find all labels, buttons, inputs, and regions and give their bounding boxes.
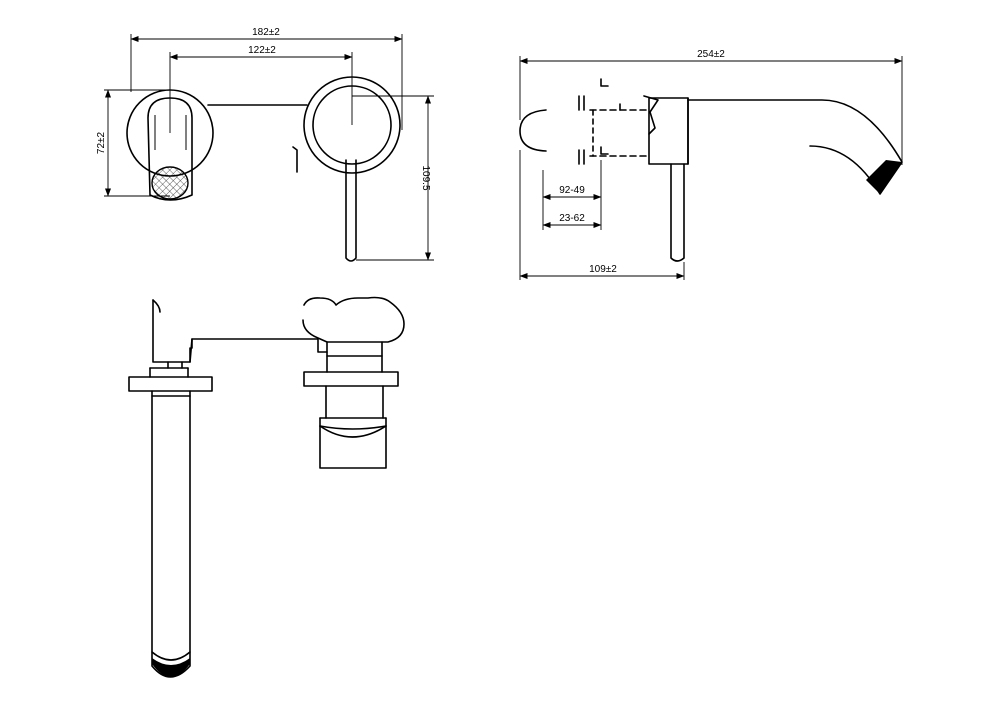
dim-overall-width: 182±2	[252, 27, 280, 38]
mixer-lever	[345, 159, 357, 262]
dim-wall-depth-b: 23-62	[559, 213, 585, 224]
side-spout-outlet	[866, 160, 902, 194]
drawing-mark	[292, 146, 298, 173]
plan-mixer-cap	[302, 296, 405, 357]
plan-view	[128, 296, 405, 678]
side-mixer-housing	[648, 97, 689, 165]
side-lever	[670, 163, 685, 262]
front-view: 182±2 122±2 72±2 109.5	[96, 27, 434, 262]
dim-plate-height: 72±2	[96, 131, 107, 154]
plan-mixer-flange	[303, 371, 399, 387]
plan-mixer-cartridge	[319, 425, 387, 469]
plan-spout	[151, 395, 191, 678]
plan-spout-outlet	[152, 658, 190, 677]
dim-lever-height: 109.5	[420, 165, 431, 190]
side-view: 254±2 92-49 23-62 109±2	[519, 49, 903, 280]
dim-wall-depth-a: 92-49	[559, 185, 585, 196]
side-lever-end	[519, 109, 547, 152]
dim-lever-projection: 109±2	[589, 264, 617, 275]
dim-center-spacing: 122±2	[248, 45, 276, 56]
spout-outlet-knurl	[151, 166, 189, 200]
plan-lever-handle	[152, 299, 328, 363]
plan-spout-flange	[128, 376, 213, 392]
dim-spout-projection: 254±2	[697, 49, 725, 60]
plan-mixer-body	[325, 385, 384, 419]
spout-front	[147, 97, 193, 201]
